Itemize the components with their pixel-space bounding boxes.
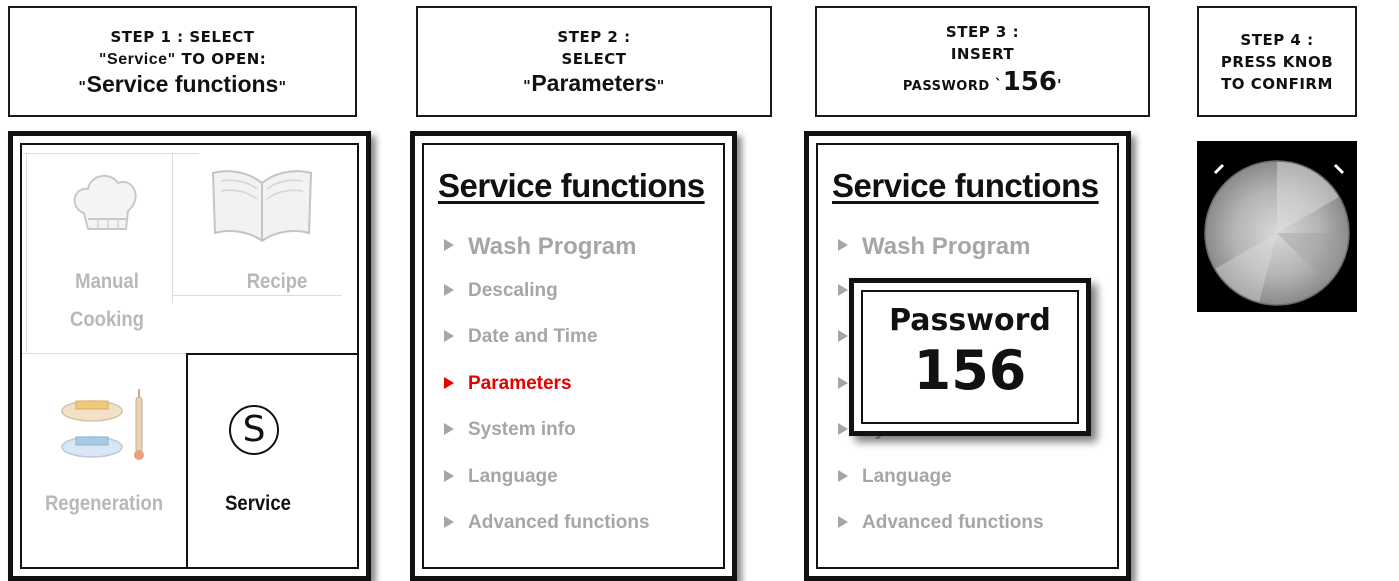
- manual-cooking-label: Manual Cooking: [70, 270, 144, 331]
- step-3-header: STEP 3 : INSERT PASSWORD `156': [815, 6, 1150, 117]
- home-screen: Manual Cooking Recipe: [8, 131, 371, 581]
- step-4-header: STEP 4 : PRESS KNOB TO CONFIRM: [1197, 6, 1357, 117]
- menu-title: Service functions: [438, 167, 705, 204]
- menu-item-language[interactable]: Language: [438, 466, 650, 513]
- triangle-right-icon: [444, 423, 454, 435]
- knob-panel: [1197, 141, 1357, 312]
- password-dialog: Password 156: [849, 278, 1091, 436]
- menu-item-descaling[interactable]: Descaling: [438, 280, 650, 327]
- recipe-label: Recipe: [246, 270, 308, 293]
- step-3-line3: PASSWORD `156': [902, 67, 1063, 97]
- step-2-line3: "Parameters": [523, 70, 665, 96]
- password-dialog-frame: Password 156: [861, 290, 1079, 424]
- tile-manual-cooking[interactable]: Manual Cooking: [22, 145, 187, 355]
- regeneration-label: Regeneration: [44, 492, 164, 515]
- rotary-knob-icon[interactable]: [1197, 141, 1357, 312]
- menu-item-system-info[interactable]: System info: [438, 419, 650, 466]
- triangle-right-icon: [838, 423, 848, 435]
- step-1-header: STEP 1 : SELECT "Service" TO OPEN: "Serv…: [8, 6, 357, 117]
- home-screen-frame: Manual Cooking Recipe: [20, 143, 359, 569]
- step-2-header: STEP 2 : SELECT "Parameters": [416, 6, 772, 117]
- step-4-line2: PRESS KNOB: [1220, 52, 1334, 71]
- menu-item-advanced-functions[interactable]: Advanced functions: [438, 512, 650, 559]
- tile-divider: [172, 295, 342, 296]
- step-4-line3: TO CONFIRM: [1221, 74, 1333, 93]
- open-book-icon: [211, 170, 313, 243]
- menu-item-advanced-functions[interactable]: Advanced functions: [832, 512, 1044, 559]
- triangle-right-icon: [838, 283, 848, 296]
- menu-item-wash-program[interactable]: Wash Program: [832, 233, 1044, 280]
- tile-regeneration[interactable]: Regeneration: [22, 355, 186, 567]
- triangle-right-icon: [444, 376, 454, 389]
- password-title: Password: [889, 303, 1051, 338]
- grid-horizontal-line: [187, 353, 357, 355]
- step-1-line2: "Service" TO OPEN:: [98, 49, 267, 68]
- tile-divider: [172, 153, 173, 303]
- triangle-right-icon: [838, 516, 848, 528]
- step-2-line2: SELECT: [561, 50, 627, 68]
- triangle-right-icon: [838, 469, 848, 482]
- tile-recipe[interactable]: Recipe: [187, 145, 357, 355]
- tile-service[interactable]: S Service: [188, 355, 357, 567]
- chef-hat-icon: [73, 174, 137, 230]
- triangle-right-icon: [444, 283, 454, 296]
- triangle-right-icon: [838, 330, 848, 342]
- service-menu-frame: Service functions Wash Program Descaling…: [422, 143, 725, 569]
- step-1-line3: "Service functions": [78, 70, 287, 97]
- triangle-right-icon: [444, 469, 454, 482]
- service-label: Service: [225, 492, 291, 515]
- step-3-line2: INSERT: [950, 45, 1015, 63]
- triangle-right-icon: [838, 239, 848, 251]
- step-3-line1: STEP 3 :: [945, 23, 1020, 41]
- menu-item-parameters[interactable]: Parameters: [438, 373, 650, 420]
- plates-thermometer-icon: [61, 389, 144, 460]
- service-menu-screen: Service functions Wash Program Descaling…: [410, 131, 737, 581]
- triangle-right-icon: [444, 330, 454, 342]
- step-1-line1: STEP 1 : SELECT: [110, 27, 255, 46]
- menu-item-language[interactable]: Language: [832, 466, 1044, 513]
- menu-item-wash-program[interactable]: Wash Program: [438, 233, 650, 280]
- service-s-icon: S: [229, 405, 279, 455]
- triangle-right-icon: [444, 516, 454, 528]
- password-value[interactable]: 156: [913, 339, 1027, 402]
- menu-title: Service functions: [832, 167, 1099, 204]
- tile-divider: [22, 353, 186, 354]
- grid-vertical-line: [186, 353, 188, 567]
- service-menu-list: Wash Program Descaling Date and Time Par…: [438, 233, 650, 559]
- step-2-line1: STEP 2 :: [557, 28, 631, 46]
- step-4-line1: STEP 4 :: [1240, 30, 1314, 49]
- tile-divider: [23, 153, 199, 154]
- tile-divider: [26, 153, 27, 353]
- menu-item-date-and-time[interactable]: Date and Time: [438, 326, 650, 373]
- triangle-right-icon: [444, 239, 454, 251]
- triangle-right-icon: [838, 376, 848, 389]
